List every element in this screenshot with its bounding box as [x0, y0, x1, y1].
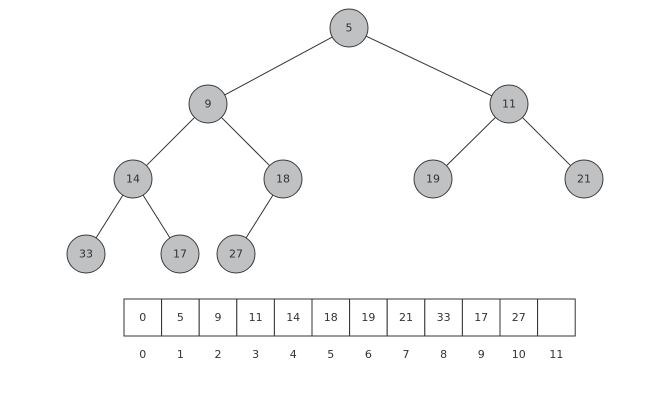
array-cell: 18: [311, 298, 351, 337]
array-cell-value: 11: [249, 311, 263, 324]
tree-edge: [146, 117, 195, 166]
tree-node-label: 17: [173, 248, 187, 261]
array-cell-value: 18: [324, 311, 338, 324]
array-cell: 27: [499, 298, 539, 337]
tree-edge: [522, 117, 571, 166]
tree-node-circle: [329, 8, 369, 48]
tree-node-circle: [216, 234, 256, 274]
array-index-label: 3: [252, 348, 259, 361]
array-indices: 0 1 2 3 4 5 6 7 8 9 10 11: [139, 348, 563, 361]
tree-node: 14: [113, 159, 153, 199]
array-cell-box: [537, 298, 576, 337]
array-index-label: 0: [139, 348, 146, 361]
array-cell: [537, 298, 576, 337]
array-index-label: 4: [290, 348, 297, 361]
array-cell-value: 17: [474, 311, 488, 324]
tree-node: 19: [413, 159, 453, 199]
array-index-label: 7: [403, 348, 410, 361]
tree-edge: [224, 36, 333, 96]
heap-array: 0 5 9 11 14 18 19 21 33 17 27: [123, 298, 576, 337]
tree-node: 18: [263, 159, 303, 199]
tree-node-label: 19: [426, 173, 440, 186]
array-cell-value: 5: [177, 311, 184, 324]
tree-node-label: 9: [205, 98, 212, 111]
array-index-label: 5: [327, 348, 334, 361]
array-cell-value: 0: [139, 311, 146, 324]
tree-node-label: 11: [502, 98, 516, 111]
array-index-label: 2: [215, 348, 222, 361]
tree-edges: [95, 35, 571, 239]
tree-edge: [446, 116, 496, 167]
tree-node: 17: [160, 234, 200, 274]
array-cell: 11: [236, 298, 275, 337]
tree-node-circle: [564, 159, 604, 199]
array-cell: 19: [349, 298, 388, 337]
tree-node-circle: [263, 159, 303, 199]
tree-node-circle: [66, 234, 106, 274]
array-cell-value: 14: [286, 311, 300, 324]
array-cell-value: 21: [399, 311, 413, 324]
array-index-label: 9: [478, 348, 485, 361]
tree-node-circle: [160, 234, 200, 274]
tree-node: 33: [66, 234, 106, 274]
array-index-label: 11: [549, 348, 563, 361]
tree-node: 11: [489, 84, 529, 124]
tree-edge: [365, 35, 493, 97]
tree-edge: [221, 117, 270, 166]
array-cell-box: [236, 298, 275, 337]
array-cell: 17: [461, 298, 501, 337]
array-index-label: 1: [177, 348, 184, 361]
array-cell: 33: [424, 298, 463, 337]
array-cell-value: 9: [215, 311, 222, 324]
array-cell-box: [273, 298, 313, 337]
tree-edge: [95, 194, 124, 239]
tree-node: 21: [564, 159, 604, 199]
tree-node-label: 27: [229, 248, 243, 261]
array-cell-box: [386, 298, 426, 337]
tree-edge: [245, 194, 274, 239]
tree-node-label: 5: [346, 22, 353, 35]
array-cell: 21: [386, 298, 426, 337]
array-cell-box: [311, 298, 351, 337]
tree-edge: [142, 194, 171, 239]
array-cell: 14: [273, 298, 313, 337]
tree-node: 9: [188, 84, 228, 124]
array-index-label: 6: [365, 348, 372, 361]
array-index-label: 8: [440, 348, 447, 361]
tree-node-circle: [188, 84, 228, 124]
array-cell-value: 27: [512, 311, 526, 324]
array-cell-value: 19: [361, 311, 375, 324]
tree-node: 5: [329, 8, 369, 48]
tree-node-label: 14: [126, 173, 140, 186]
array-cell-box: [349, 298, 388, 337]
tree-node-circle: [113, 159, 153, 199]
tree-nodes: 5 9 11 14 18 19 21 33 17 27: [66, 8, 604, 274]
tree-node: 27: [216, 234, 256, 274]
array-cell: 9: [198, 298, 238, 337]
tree-node-label: 33: [79, 248, 93, 261]
array-cell-value: 33: [437, 311, 451, 324]
tree-node-label: 21: [577, 173, 591, 186]
tree-node-circle: [489, 84, 529, 124]
tree-node-circle: [413, 159, 453, 199]
tree-node-label: 18: [276, 173, 290, 186]
array-cell: 0: [123, 298, 163, 337]
array-cell-box: [198, 298, 238, 337]
array-cell: 5: [161, 298, 200, 337]
array-index-label: 10: [512, 348, 526, 361]
